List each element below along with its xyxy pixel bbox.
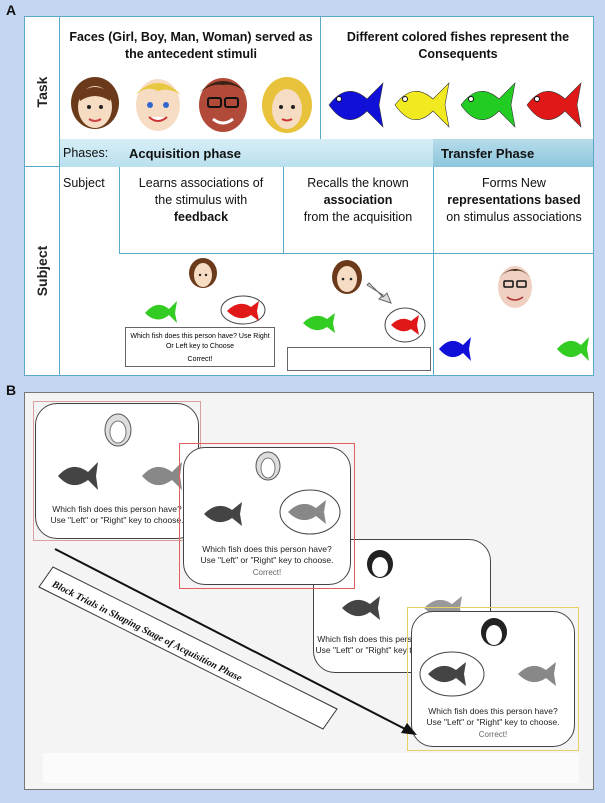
recall-description: Recalls the known association from the a… xyxy=(303,176,413,224)
recall-trial-illustration xyxy=(303,260,426,343)
arrow-icon xyxy=(366,282,392,304)
faces-illustration xyxy=(71,77,312,133)
divider xyxy=(433,139,434,375)
trial-card-4: Which fish does this person have? Use "L… xyxy=(411,611,575,747)
divider xyxy=(119,253,593,254)
fish-icon xyxy=(204,502,242,526)
man-face-icon xyxy=(498,266,532,308)
red-fish-icon xyxy=(526,82,582,128)
acquisition-phase-label: Acquisition phase xyxy=(129,146,241,161)
green-fish-icon xyxy=(145,301,177,323)
boy-face-icon xyxy=(135,79,181,131)
fish-icon xyxy=(342,596,380,620)
divider xyxy=(283,167,284,253)
fish-icon xyxy=(58,462,98,490)
fish-eye xyxy=(336,96,342,102)
trial-card-frame xyxy=(179,443,355,589)
acquisition-description: Learns associations of the stimulus with… xyxy=(138,176,264,224)
fish-icon xyxy=(288,500,326,524)
subject-row-label: Subject xyxy=(25,167,60,375)
blue-fish-icon xyxy=(328,82,384,128)
phases-label: Phases: xyxy=(63,146,109,160)
fish-eye xyxy=(402,96,408,102)
girl-face-icon xyxy=(367,550,393,578)
panel-b: Which fish does this person have? Use "L… xyxy=(24,392,594,790)
transfer-description: Forms New representations based on stimu… xyxy=(446,176,582,224)
green-fish-icon xyxy=(557,337,589,361)
woman-face-icon xyxy=(104,413,132,447)
trial-card-frame xyxy=(407,607,579,751)
girl-face-icon xyxy=(189,258,217,288)
panel-b-bottom-strip xyxy=(43,753,579,783)
red-fish-icon xyxy=(391,315,419,335)
trial-card-2: Which fish does this person have? Use "L… xyxy=(183,447,351,585)
red-fish-icon xyxy=(227,301,259,321)
divider xyxy=(320,17,321,139)
label-box xyxy=(38,566,338,730)
transfer-trial-illustration xyxy=(439,266,589,361)
trial-card-1: Which fish does this person have? Use "L… xyxy=(35,403,199,539)
fish-icon xyxy=(428,662,466,686)
woman-face-icon xyxy=(262,77,312,133)
fish-eye xyxy=(468,96,474,102)
yellow-fish-icon xyxy=(394,82,450,128)
subject-column-label: Subject xyxy=(63,176,105,190)
girl-face-icon xyxy=(332,260,362,294)
fishes-header: Different colored fishes represent the C… xyxy=(346,30,570,61)
progression-arrow xyxy=(38,548,417,735)
transfer-phase-bar xyxy=(433,139,593,167)
fish-eye xyxy=(534,96,540,102)
blue-fish-icon xyxy=(439,337,471,361)
green-fish-icon xyxy=(303,313,335,333)
panel-a: Task Subject Faces (Girl, Boy, Man, Woma… xyxy=(24,16,594,376)
task-row-label: Task xyxy=(25,17,60,167)
fish-icon xyxy=(142,462,182,490)
girl-face-icon xyxy=(71,77,119,129)
panel-b-letter: B xyxy=(6,382,17,398)
fish-icon xyxy=(518,662,556,686)
task-label: Task xyxy=(34,76,50,107)
fishes-illustration xyxy=(328,82,582,128)
acquisition-trial-illustration xyxy=(145,258,266,325)
green-fish-icon xyxy=(460,82,516,128)
woman-face-icon xyxy=(255,451,281,481)
girl-face-icon xyxy=(481,618,507,646)
man-face-icon xyxy=(199,78,247,132)
faces-header: Faces (Girl, Boy, Man, Woman) served as … xyxy=(69,30,313,61)
divider xyxy=(119,139,120,253)
panel-a-letter: A xyxy=(6,2,17,18)
instruction-box: Which fish does this person have? Use Ri… xyxy=(125,327,275,367)
empty-instruction-box xyxy=(287,347,431,371)
transfer-phase-label: Transfer Phase xyxy=(441,146,535,161)
subject-label: Subject xyxy=(34,245,50,297)
